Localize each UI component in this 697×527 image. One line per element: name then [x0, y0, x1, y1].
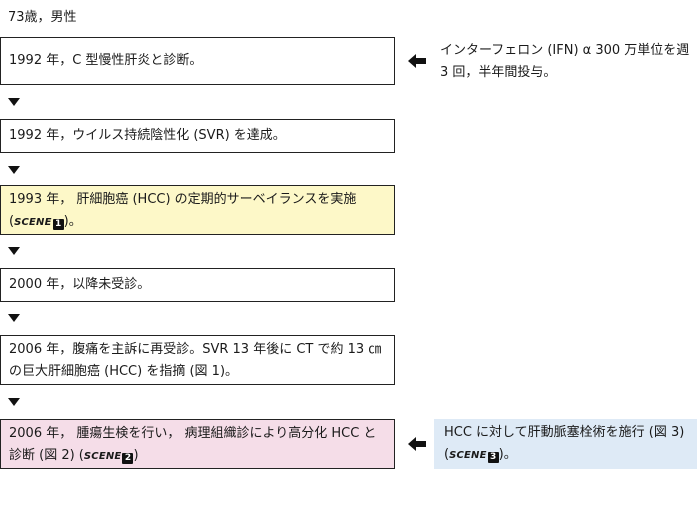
arrow-left-icon	[408, 437, 426, 451]
paren-close: )	[133, 448, 139, 463]
ifn-line1: インターフェロン (IFN) α 300 万単位を週	[440, 43, 690, 58]
step-text-line2: の巨大肝細胞癌 (HCC) を指摘 (図 1)。	[9, 364, 239, 379]
scene-number-badge: 3	[487, 452, 499, 463]
triangle-down-icon	[8, 166, 20, 174]
ifn-note: インターフェロン (IFN) α 300 万単位を週 3 回，半年間投与。	[440, 40, 689, 84]
scene-label: SCENE	[449, 450, 487, 461]
step-text-line1: 2006 年，腹痛を主訴に再受診。SVR 13 年後に CT で約 13 ㎝	[9, 342, 382, 357]
step-1992-svr: 1992 年，ウイルス持続陰性化 (SVR) を達成。	[0, 119, 395, 153]
patient-header: 73歳，男性	[8, 10, 77, 25]
step-text: 1992 年，C 型慢性肝炎と診断。	[9, 53, 203, 68]
scene-label: SCENE	[14, 217, 52, 228]
step-2006-revisit: 2006 年，腹痛を主訴に再受診。SVR 13 年後に CT で約 13 ㎝ の…	[0, 335, 395, 385]
scene-number-badge: 2	[122, 453, 134, 464]
scene-number-badge: 1	[52, 219, 64, 230]
step-text: 1992 年，ウイルス持続陰性化 (SVR) を達成。	[9, 128, 286, 143]
ifn-line2: 3 回，半年間投与。	[440, 65, 557, 80]
step-text-line1: 1993 年， 肝細胞癌 (HCC) の定期的サーベイランスを実施	[9, 192, 357, 207]
step-2006-biopsy: 2006 年， 腫瘍生検を行い， 病理組織診により高分化 HCC と 診断 (図…	[0, 419, 395, 469]
paren-open: (	[9, 214, 15, 229]
text-before-scene: 診断 (図 2) (	[9, 448, 84, 463]
paren-close: )。	[63, 214, 82, 229]
step-text: 2000 年，以降未受診。	[9, 277, 151, 292]
step-1992-diagnosis: 1992 年，C 型慢性肝炎と診断。	[0, 37, 395, 85]
paren-open: (	[444, 447, 450, 462]
tace-line1: HCC に対して肝動脈塞栓術を施行 (図 3)	[444, 425, 685, 440]
scene-label: SCENE	[83, 451, 122, 462]
paren-close: )。	[498, 447, 517, 462]
triangle-down-icon	[8, 247, 20, 255]
step-2000-no-visit: 2000 年，以降未受診。	[0, 268, 395, 302]
arrow-left-icon	[408, 54, 426, 68]
triangle-down-icon	[8, 314, 20, 322]
step-text-line1: 2006 年， 腫瘍生検を行い， 病理組織診により高分化 HCC と	[9, 426, 377, 441]
triangle-down-icon	[8, 398, 20, 406]
step-1993-surveillance: 1993 年， 肝細胞癌 (HCC) の定期的サーベイランスを実施 (SCENE…	[0, 185, 395, 235]
triangle-down-icon	[8, 98, 20, 106]
